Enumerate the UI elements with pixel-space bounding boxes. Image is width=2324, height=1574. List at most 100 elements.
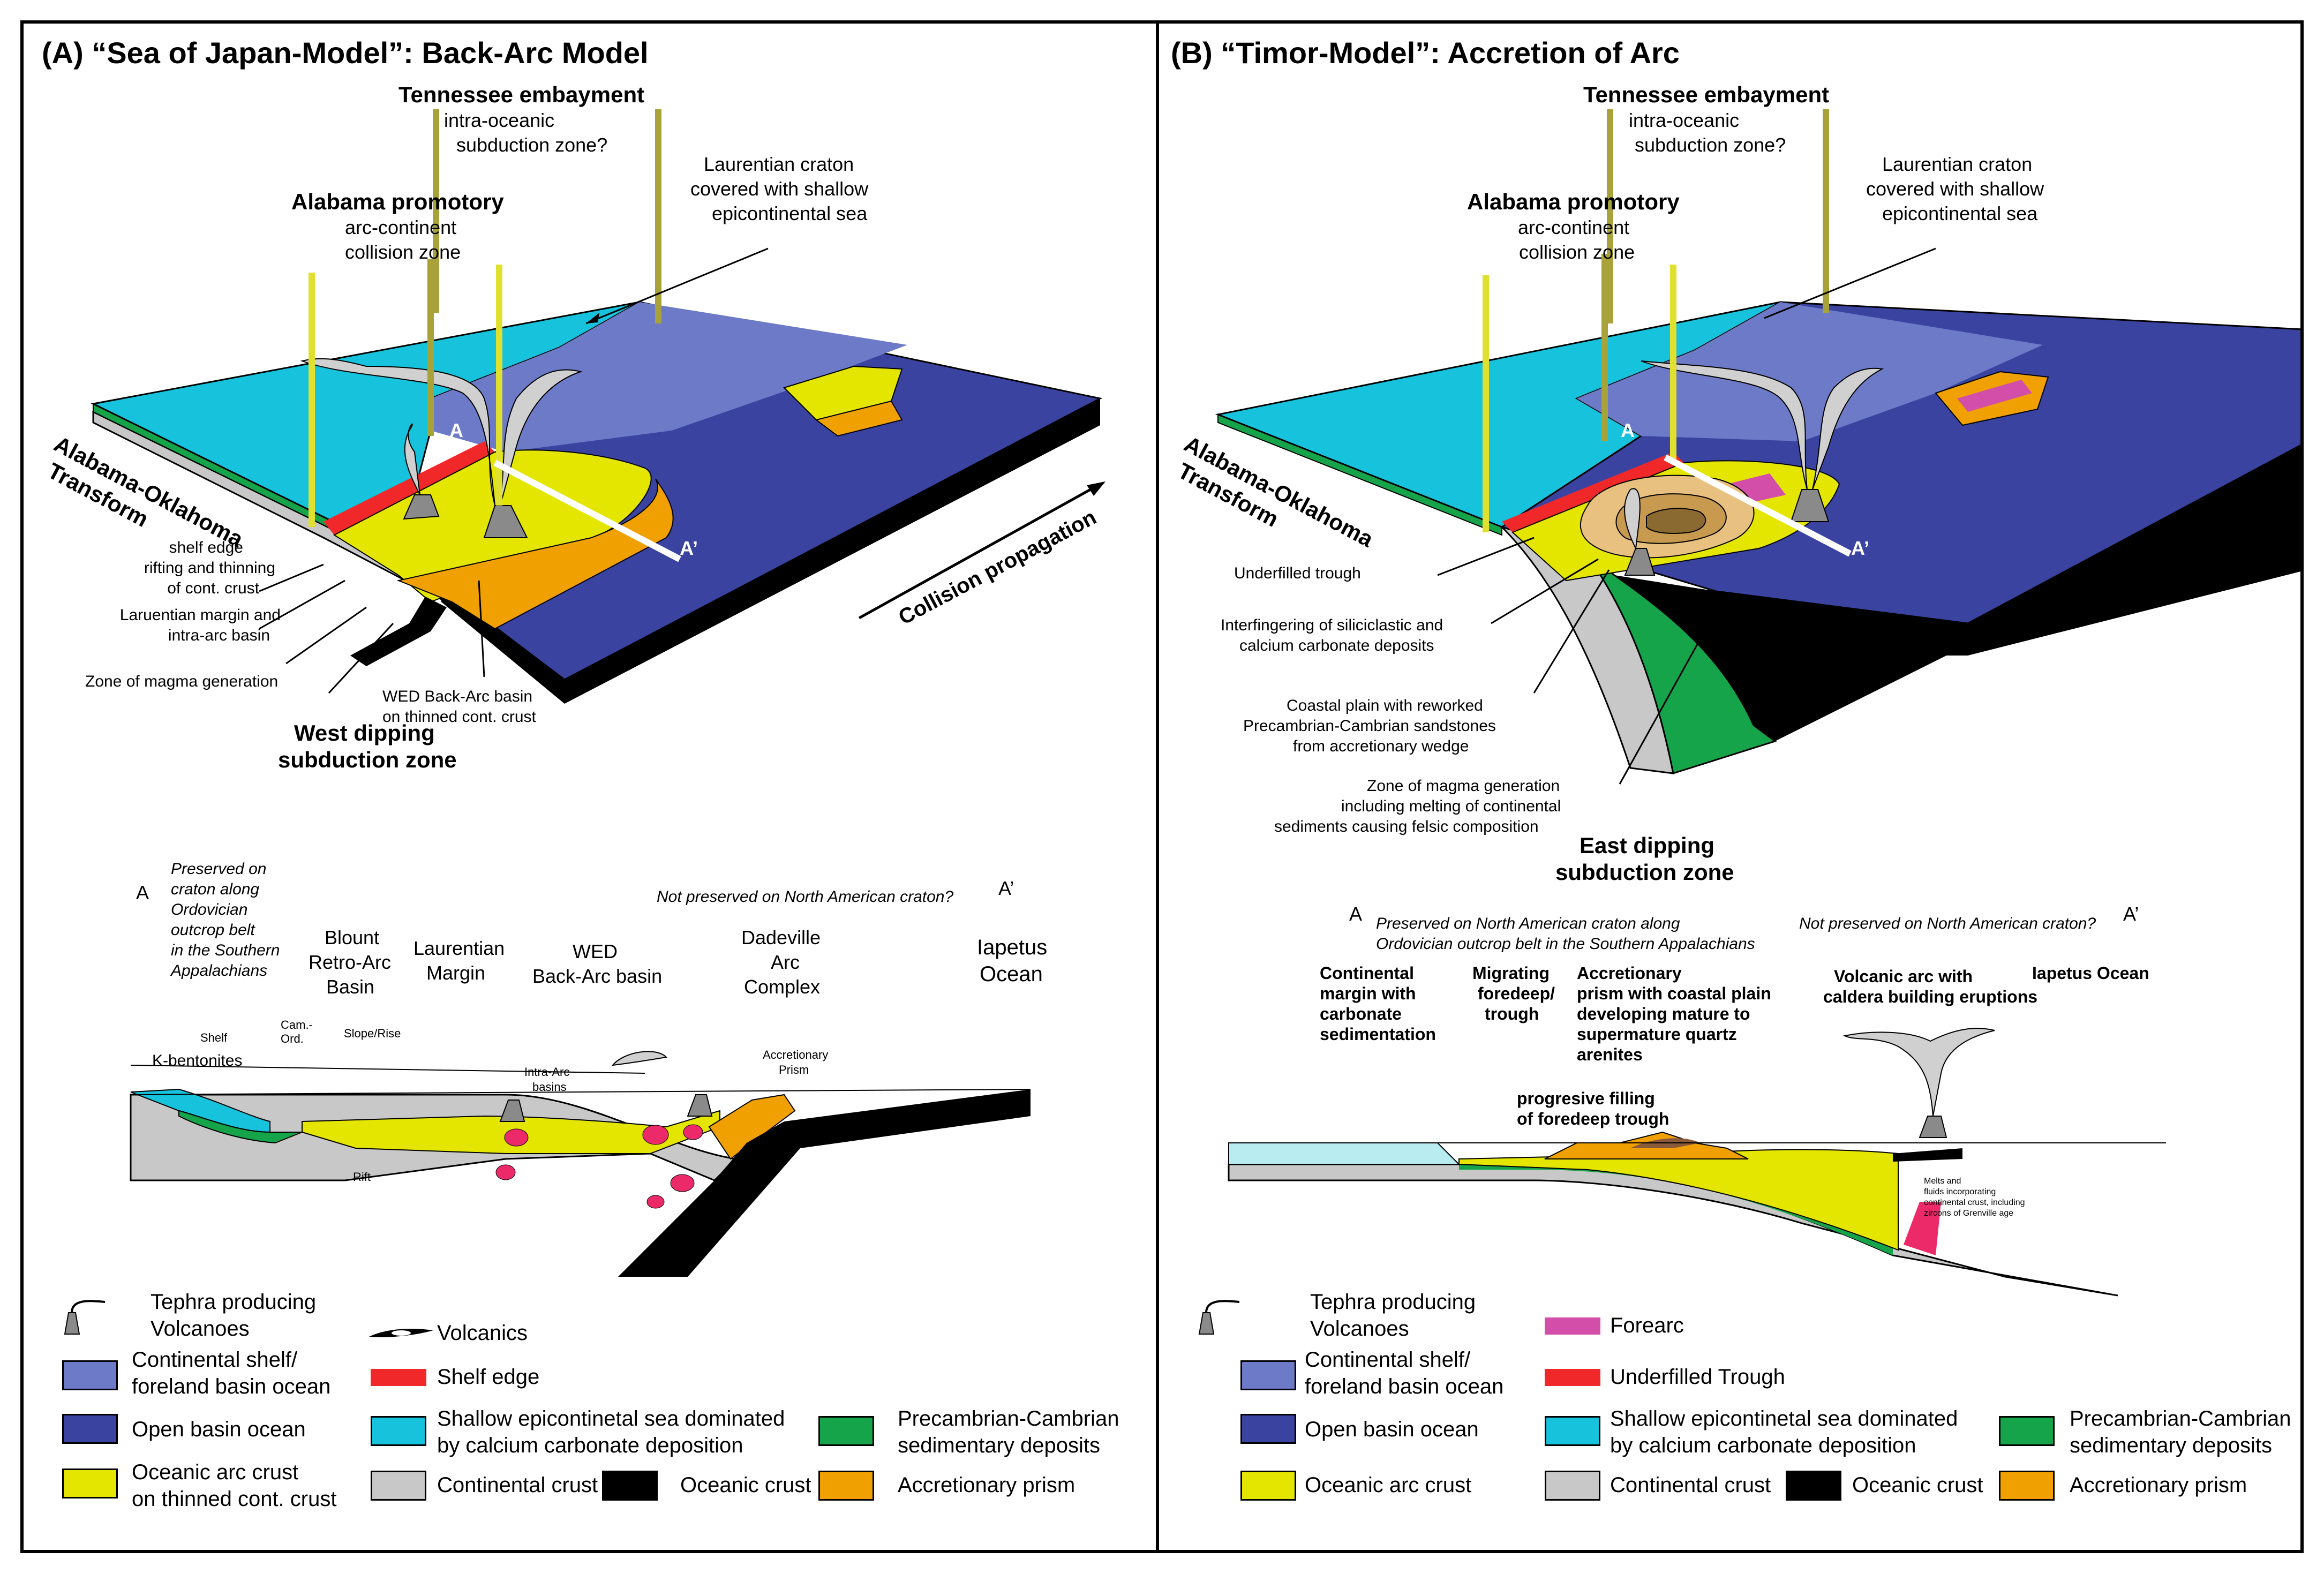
acc-prism-a-0: Accretionary xyxy=(763,1048,829,1061)
dadeville-2: Complex xyxy=(744,976,821,998)
craton3-a: epicontinental sea xyxy=(712,202,868,224)
subduction1-a: West dipping xyxy=(294,720,435,745)
dadeville-0: Dadeville xyxy=(741,927,821,948)
craton2-b: covered with shallow xyxy=(1866,178,2044,200)
legend-b-underfilled: Underfilled Trough xyxy=(1610,1365,1785,1389)
alabama-sub1-b: arc-continent xyxy=(1518,216,1630,238)
melts-3: zircons of Grenville age xyxy=(1924,1209,2014,1218)
acc-prism-a-1: Prism xyxy=(779,1063,809,1076)
legend-b-accretionary: Accretionary prism xyxy=(2070,1473,2247,1497)
margin2-a: intra-arc basin xyxy=(168,627,270,644)
tennessee-sub1-b: intra-oceanic xyxy=(1629,109,1740,131)
legend-b-shallow-0: Shallow epicontinetal sea dominated xyxy=(1610,1407,1958,1430)
legend-b-swatch-forearc xyxy=(1545,1317,1600,1335)
shelf1-a: shelf edge xyxy=(169,539,243,556)
wed2-a: on thinned cont. crust xyxy=(382,708,536,726)
legend-a-open-basin: Open basin ocean xyxy=(132,1418,306,1441)
intra-arc-0: Intra-Arc xyxy=(524,1065,570,1079)
migrating-2: trough xyxy=(1485,1004,1539,1023)
tennessee-sub2-a: subduction zone? xyxy=(456,134,608,156)
preserved-a-5: Appalachians xyxy=(171,962,268,980)
legend-a-shallow-0: Shallow epicontinetal sea dominated xyxy=(437,1407,785,1430)
wed-basin-1: Back-Arc basin xyxy=(532,965,663,987)
continental-shelf-ocean xyxy=(431,302,907,452)
magma1-b: Zone of magma generation xyxy=(1367,777,1560,795)
cont-margin-1: margin with xyxy=(1320,984,1416,1003)
legend-a-swatch-shallow xyxy=(371,1416,426,1446)
legend-a-swatch-accretionary xyxy=(818,1471,874,1501)
legend-b-swatch-open-basin xyxy=(1240,1414,1296,1444)
continental-shelf-b xyxy=(1577,302,2043,441)
legend-a-arc-0: Oceanic arc crust xyxy=(132,1460,299,1484)
iapetus-a-1: Ocean xyxy=(980,962,1043,986)
acc-prism-b-2: developing mature to xyxy=(1577,1004,1750,1023)
legend-b-swatch-shallow xyxy=(1545,1416,1600,1446)
filling-0: progresive filling xyxy=(1517,1089,1655,1108)
subduction2-a: subduction zone xyxy=(278,747,457,772)
preserved-a-4: in the Southern xyxy=(171,942,280,959)
preserved-a-3: outcrop belt xyxy=(171,921,255,939)
melts-0: Melts and xyxy=(1924,1177,1961,1186)
legend-a-swatch-shelf-edge xyxy=(371,1369,426,1386)
legend-b-shallow-1: by calcium carbonate deposition xyxy=(1610,1434,1916,1457)
panel-a: (A) “Sea of Japan-Model”: Back-Arc Model xyxy=(20,20,1159,1553)
point-a2-a: A’ xyxy=(680,537,698,559)
point-a2-b: A’ xyxy=(1851,537,1870,559)
cont-margin-3: sedimentation xyxy=(1320,1025,1436,1044)
tephra-icon xyxy=(64,1300,106,1335)
cont-margin-2: carbonate xyxy=(1320,1004,1402,1023)
point-a-b: A xyxy=(1621,419,1635,441)
acc-prism-b-0: Accretionary xyxy=(1577,963,1682,983)
volcano-2 xyxy=(403,494,440,520)
volcano-1 xyxy=(483,505,528,538)
legend-b-swatch-arc xyxy=(1240,1471,1296,1501)
legend-b-open-basin: Open basin ocean xyxy=(1305,1418,1479,1441)
coastal1-b: Coastal plain with reworked xyxy=(1287,697,1483,714)
subduction1-b: East dipping xyxy=(1580,833,1714,858)
legend-a-arc-1: on thinned cont. crust xyxy=(132,1487,337,1511)
cont-margin-0: Continental xyxy=(1320,963,1414,983)
blount-0: Blount xyxy=(325,927,380,948)
legend-b-cont-shelf-1: foreland basin ocean xyxy=(1305,1375,1504,1398)
intra-arc-1: basins xyxy=(532,1080,567,1094)
panel-a-block-diagram xyxy=(91,109,1105,1277)
magma2-b: including melting of continental xyxy=(1341,797,1561,815)
slope: Slope/Rise xyxy=(344,1027,401,1040)
laurentian-margin-1: Margin xyxy=(426,962,486,984)
legend-a-cont-shelf-0: Continental shelf/ xyxy=(132,1348,298,1372)
legend-a-precambrian-1: sedimentary deposits xyxy=(898,1434,1100,1457)
iapetus-b: Iapetus Ocean xyxy=(2032,963,2149,983)
legend-b-swatch-underfilled xyxy=(1545,1369,1600,1386)
legend-b-swatch-precambrian xyxy=(1999,1416,2055,1446)
coastal2-b: Precambrian-Cambrian sandstones xyxy=(1243,717,1496,735)
preserved-a-2: Ordovician xyxy=(171,901,248,918)
volcanic-arc-1: caldera building eruptions xyxy=(1823,987,2038,1006)
craton1-b: Laurentian craton xyxy=(1882,153,2033,175)
legend-a-swatch-arc xyxy=(62,1468,118,1498)
legend-a-swatch-cont-crust xyxy=(371,1471,426,1501)
alabama-title-b: Alabama promotory xyxy=(1467,189,1680,214)
legend-b-swatch-oceanic xyxy=(1786,1471,1841,1501)
legend-a-tephra-1: Volcanoes xyxy=(151,1317,250,1340)
alabama-sub2-a: collision zone xyxy=(345,241,461,263)
legend-a-shelf-edge: Shelf edge xyxy=(437,1365,540,1389)
tennessee-title-a: Tennessee embayment xyxy=(398,82,645,107)
rift: Rift xyxy=(353,1170,371,1184)
legend-b-forearc: Forearc xyxy=(1610,1314,1684,1337)
legend-b-tephra-0: Tephra producing xyxy=(1310,1290,1476,1314)
tennessee-sub1-a: intra-oceanic xyxy=(444,109,555,131)
wed-basin-0: WED xyxy=(573,940,618,962)
xs-a2-a: A’ xyxy=(998,877,1014,899)
legend-a-oceanic: Oceanic crust xyxy=(680,1473,811,1497)
legend-a-tephra-0: Tephra producing xyxy=(151,1290,317,1314)
preserved-a-0: Preserved on xyxy=(171,860,267,878)
legend-b-arc: Oceanic arc crust xyxy=(1305,1473,1472,1497)
melts-1: fluids incorporating xyxy=(1924,1187,1996,1196)
alabama-sub1-a: arc-continent xyxy=(345,216,457,238)
wed1-a: WED Back-Arc basin xyxy=(382,688,533,705)
xs-a-b: A xyxy=(1349,903,1363,925)
legend-a-swatch-cont-shelf xyxy=(62,1360,118,1390)
craton1-a: Laurentian craton xyxy=(704,153,854,175)
not-preserved-b: Not preserved on North American craton? xyxy=(1799,915,2096,932)
point-a-a: A xyxy=(449,419,463,441)
